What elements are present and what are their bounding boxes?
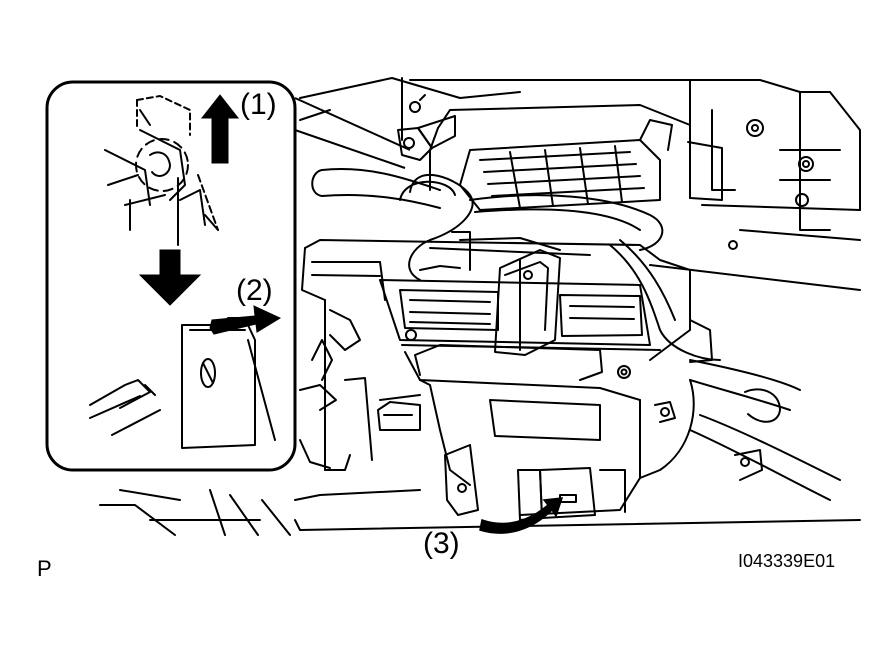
- wire-harness: [311, 168, 841, 501]
- center-bracket: [494, 249, 561, 356]
- callout-leader-lines: [294, 97, 411, 169]
- corner-mark: P: [37, 556, 52, 581]
- dashboard-structure: [99, 77, 861, 536]
- arrow-right-2: [209, 305, 282, 335]
- step-label-1: (1): [240, 88, 277, 121]
- arrow-down: [138, 249, 202, 306]
- blower-motor-assembly: [377, 344, 695, 521]
- step-label-2: (2): [236, 274, 273, 307]
- figure-code: I043339E01: [738, 551, 836, 571]
- removal-arrow-3: [479, 497, 564, 534]
- step-label-3: (3): [423, 527, 460, 560]
- detail-inset: [45, 80, 297, 472]
- arrow-up-1: [200, 94, 240, 164]
- blower-unit-housing: [397, 104, 723, 211]
